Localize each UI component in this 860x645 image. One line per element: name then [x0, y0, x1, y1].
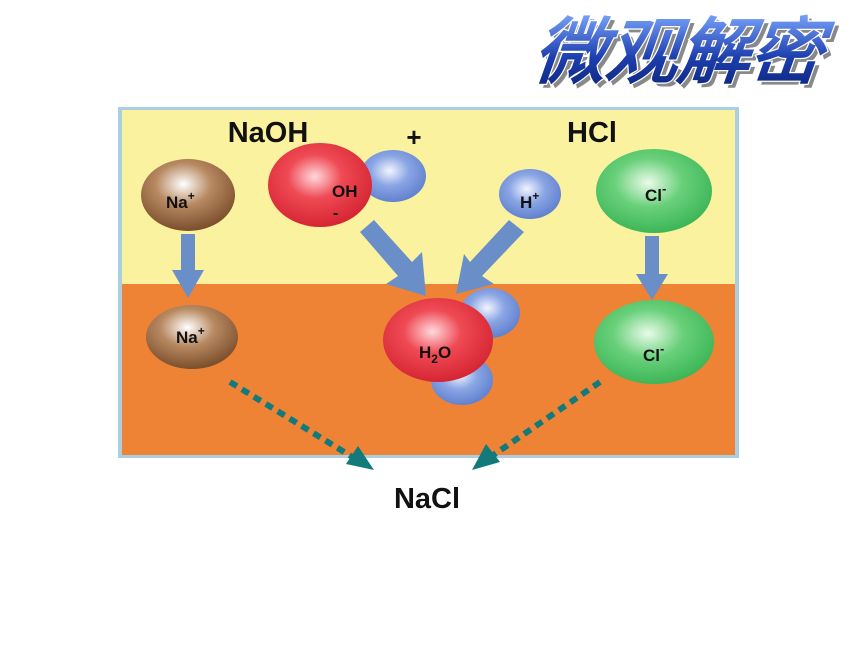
sodium-ion-bottom: Na+ [146, 305, 238, 369]
sodium-ion-bottom-label: Na+ [176, 324, 205, 347]
naoh-label: NaOH [228, 117, 309, 149]
arrow-na-down [172, 234, 204, 298]
nacl-product-label: NaCl [394, 483, 460, 515]
arrow-h-to-water [456, 220, 524, 294]
dotted-arrow-na-to-nacl [228, 379, 374, 470]
sodium-ion-top: Na+ [141, 159, 235, 231]
chloride-ion-bottom: Cl- [594, 300, 714, 384]
page-title: 微观解密 [530, 11, 837, 95]
dotted-arrow-cl-to-nacl [472, 379, 602, 470]
title-shadow: 微观解密 [534, 15, 841, 99]
sodium-ion-top-label: Na+ [166, 189, 195, 212]
chloride-ion-bottom-label: Cl- [643, 341, 664, 365]
water-molecule: H2O [383, 288, 520, 405]
arrow-oh-to-water [360, 220, 426, 296]
hcl-label: HCl [567, 117, 617, 149]
hydrogen-ion-top: H+ [499, 169, 561, 219]
hydroxide-ion-base: OH [332, 182, 358, 201]
hydrogen-ion-top-label: H+ [520, 189, 539, 212]
arrow-cl-down [636, 236, 668, 300]
plus-sign: + [406, 122, 421, 152]
water-label: H2O [419, 343, 451, 366]
hydroxide-ion-top: OH - [268, 143, 426, 227]
chloride-ion-top: Cl- [596, 149, 712, 233]
title-group: 微观解密 微观解密 [529, 10, 841, 99]
chloride-ion-top-label: Cl- [645, 181, 666, 205]
hydroxide-ion-charge: - [333, 205, 338, 222]
